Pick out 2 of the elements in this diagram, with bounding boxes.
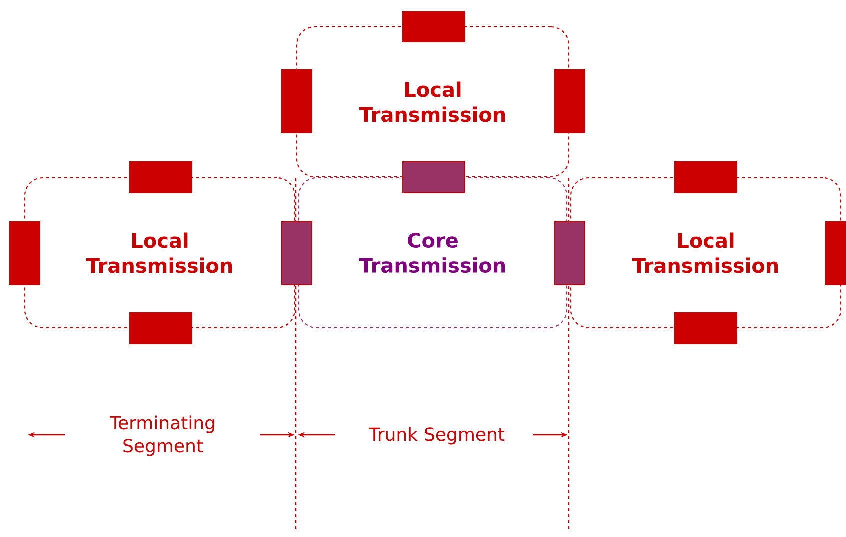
segment-label: Trunk Segment — [368, 427, 505, 445]
segment-label: Terminating Segment — [110, 416, 214, 456]
